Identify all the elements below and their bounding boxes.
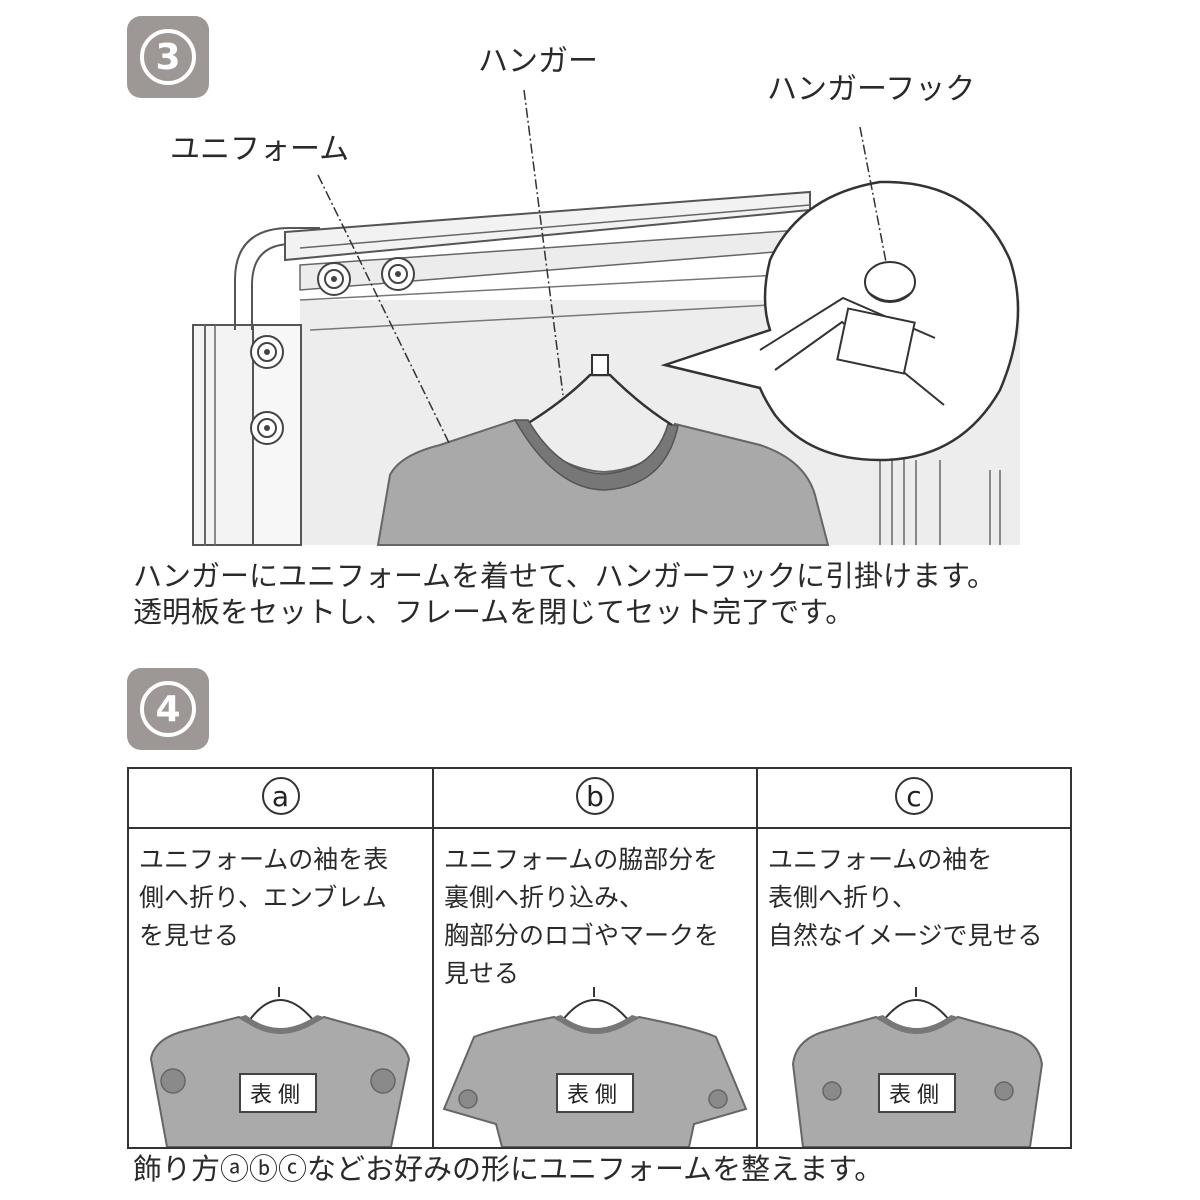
option-b-shirt-illustration [442, 987, 748, 1147]
roller-top-2 [381, 257, 415, 291]
display-options-table: a b c ユニフォームの袖を表 側へ折り、エンブレム を見せる 表側 ユニフォ… [127, 767, 1072, 1149]
option-c-shirt-illustration [791, 987, 1044, 1147]
option-a-shirt-illustration [149, 987, 411, 1147]
frame-hanger-illustration [192, 89, 1020, 546]
step-3-number: 3 [140, 29, 196, 85]
option-c-front-label: 表側 [878, 1073, 956, 1113]
step-4-number: 4 [140, 681, 196, 737]
option-a-text: ユニフォームの袖を表 側へ折り、エンブレム を見せる [139, 845, 389, 950]
uniform-collar [513, 419, 679, 491]
label-uniform: ユニフォーム [170, 132, 350, 167]
magnifier-bubble [660, 180, 1020, 462]
option-b-header: b [432, 767, 758, 829]
option-c-cell: ユニフォームの袖を 表側へ折り、 自然なイメージで見せる 表側 [756, 827, 1072, 1149]
step-4-badge: 4 [127, 668, 209, 750]
option-a-front-label: 表側 [239, 1073, 317, 1113]
option-b-cell: ユニフォームの脇部分を 裏側へ折り込み、 胸部分のロゴやマークを 見せる 表側 [432, 827, 758, 1149]
option-c-text: ユニフォームの袖を 表側へ折り、 自然なイメージで見せる [768, 845, 1043, 950]
step-3-badge: 3 [127, 16, 209, 98]
option-b-letter: b [576, 777, 614, 815]
option-c-header: c [756, 767, 1072, 829]
label-hanger: ハンガー [478, 44, 598, 79]
step-3-caption-line-1: ハンガーにユニフォームを着せて、ハンガーフックに引掛けます。 [133, 559, 997, 593]
roller-side-1 [250, 335, 284, 369]
option-b-front-label: 表側 [556, 1073, 634, 1113]
step-3-caption-line-2: 透明板をセットし、フレームを閉じてセット完了です。 [133, 595, 855, 629]
roller-side-2 [250, 411, 284, 445]
option-a-letter: a [261, 777, 300, 815]
option-c-letter: c [895, 777, 933, 815]
step-4-caption: 飾り方ⓐⓑⓒなどお好みの形にユニフォームを整えます。 [133, 1152, 884, 1186]
option-b-text: ユニフォームの脇部分を 裏側へ折り込み、 胸部分のロゴやマークを 見せる [444, 845, 720, 988]
label-hanger-hook: ハンガーフック [767, 72, 976, 107]
roller-top-1 [317, 262, 351, 296]
option-a-header: a [127, 767, 434, 829]
option-a-cell: ユニフォームの袖を表 側へ折り、エンブレム を見せる 表側 [127, 827, 434, 1149]
